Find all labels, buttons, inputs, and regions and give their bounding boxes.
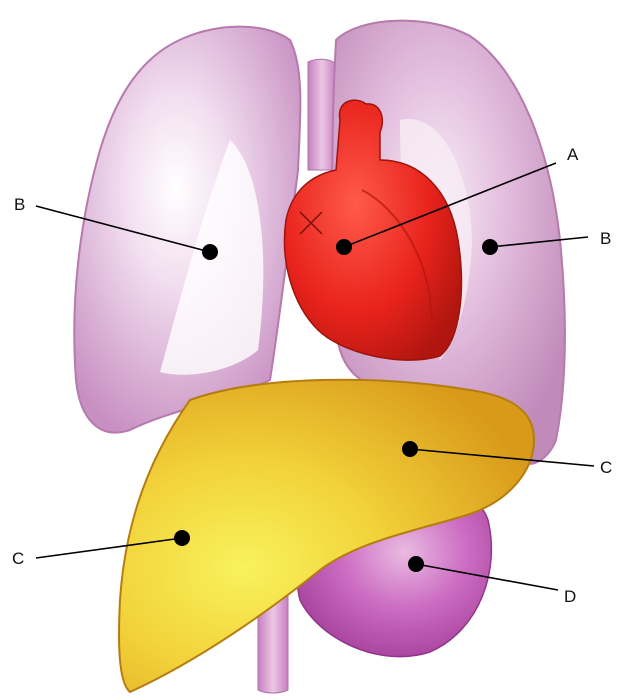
- marker-right-lung: [202, 244, 218, 260]
- label-stomach: D: [564, 587, 576, 606]
- right-lung: [74, 27, 300, 433]
- marker-liver-lower: [174, 530, 190, 546]
- marker-heart: [336, 239, 352, 255]
- marker-stomach: [408, 556, 424, 572]
- marker-left-lung: [482, 239, 498, 255]
- label-left-lung: B: [600, 229, 611, 248]
- label-heart: A: [567, 145, 579, 164]
- label-right-lung: B: [14, 195, 25, 214]
- label-liver-lower: C: [12, 549, 24, 568]
- marker-liver-upper: [402, 441, 418, 457]
- label-liver-upper: C: [600, 458, 612, 477]
